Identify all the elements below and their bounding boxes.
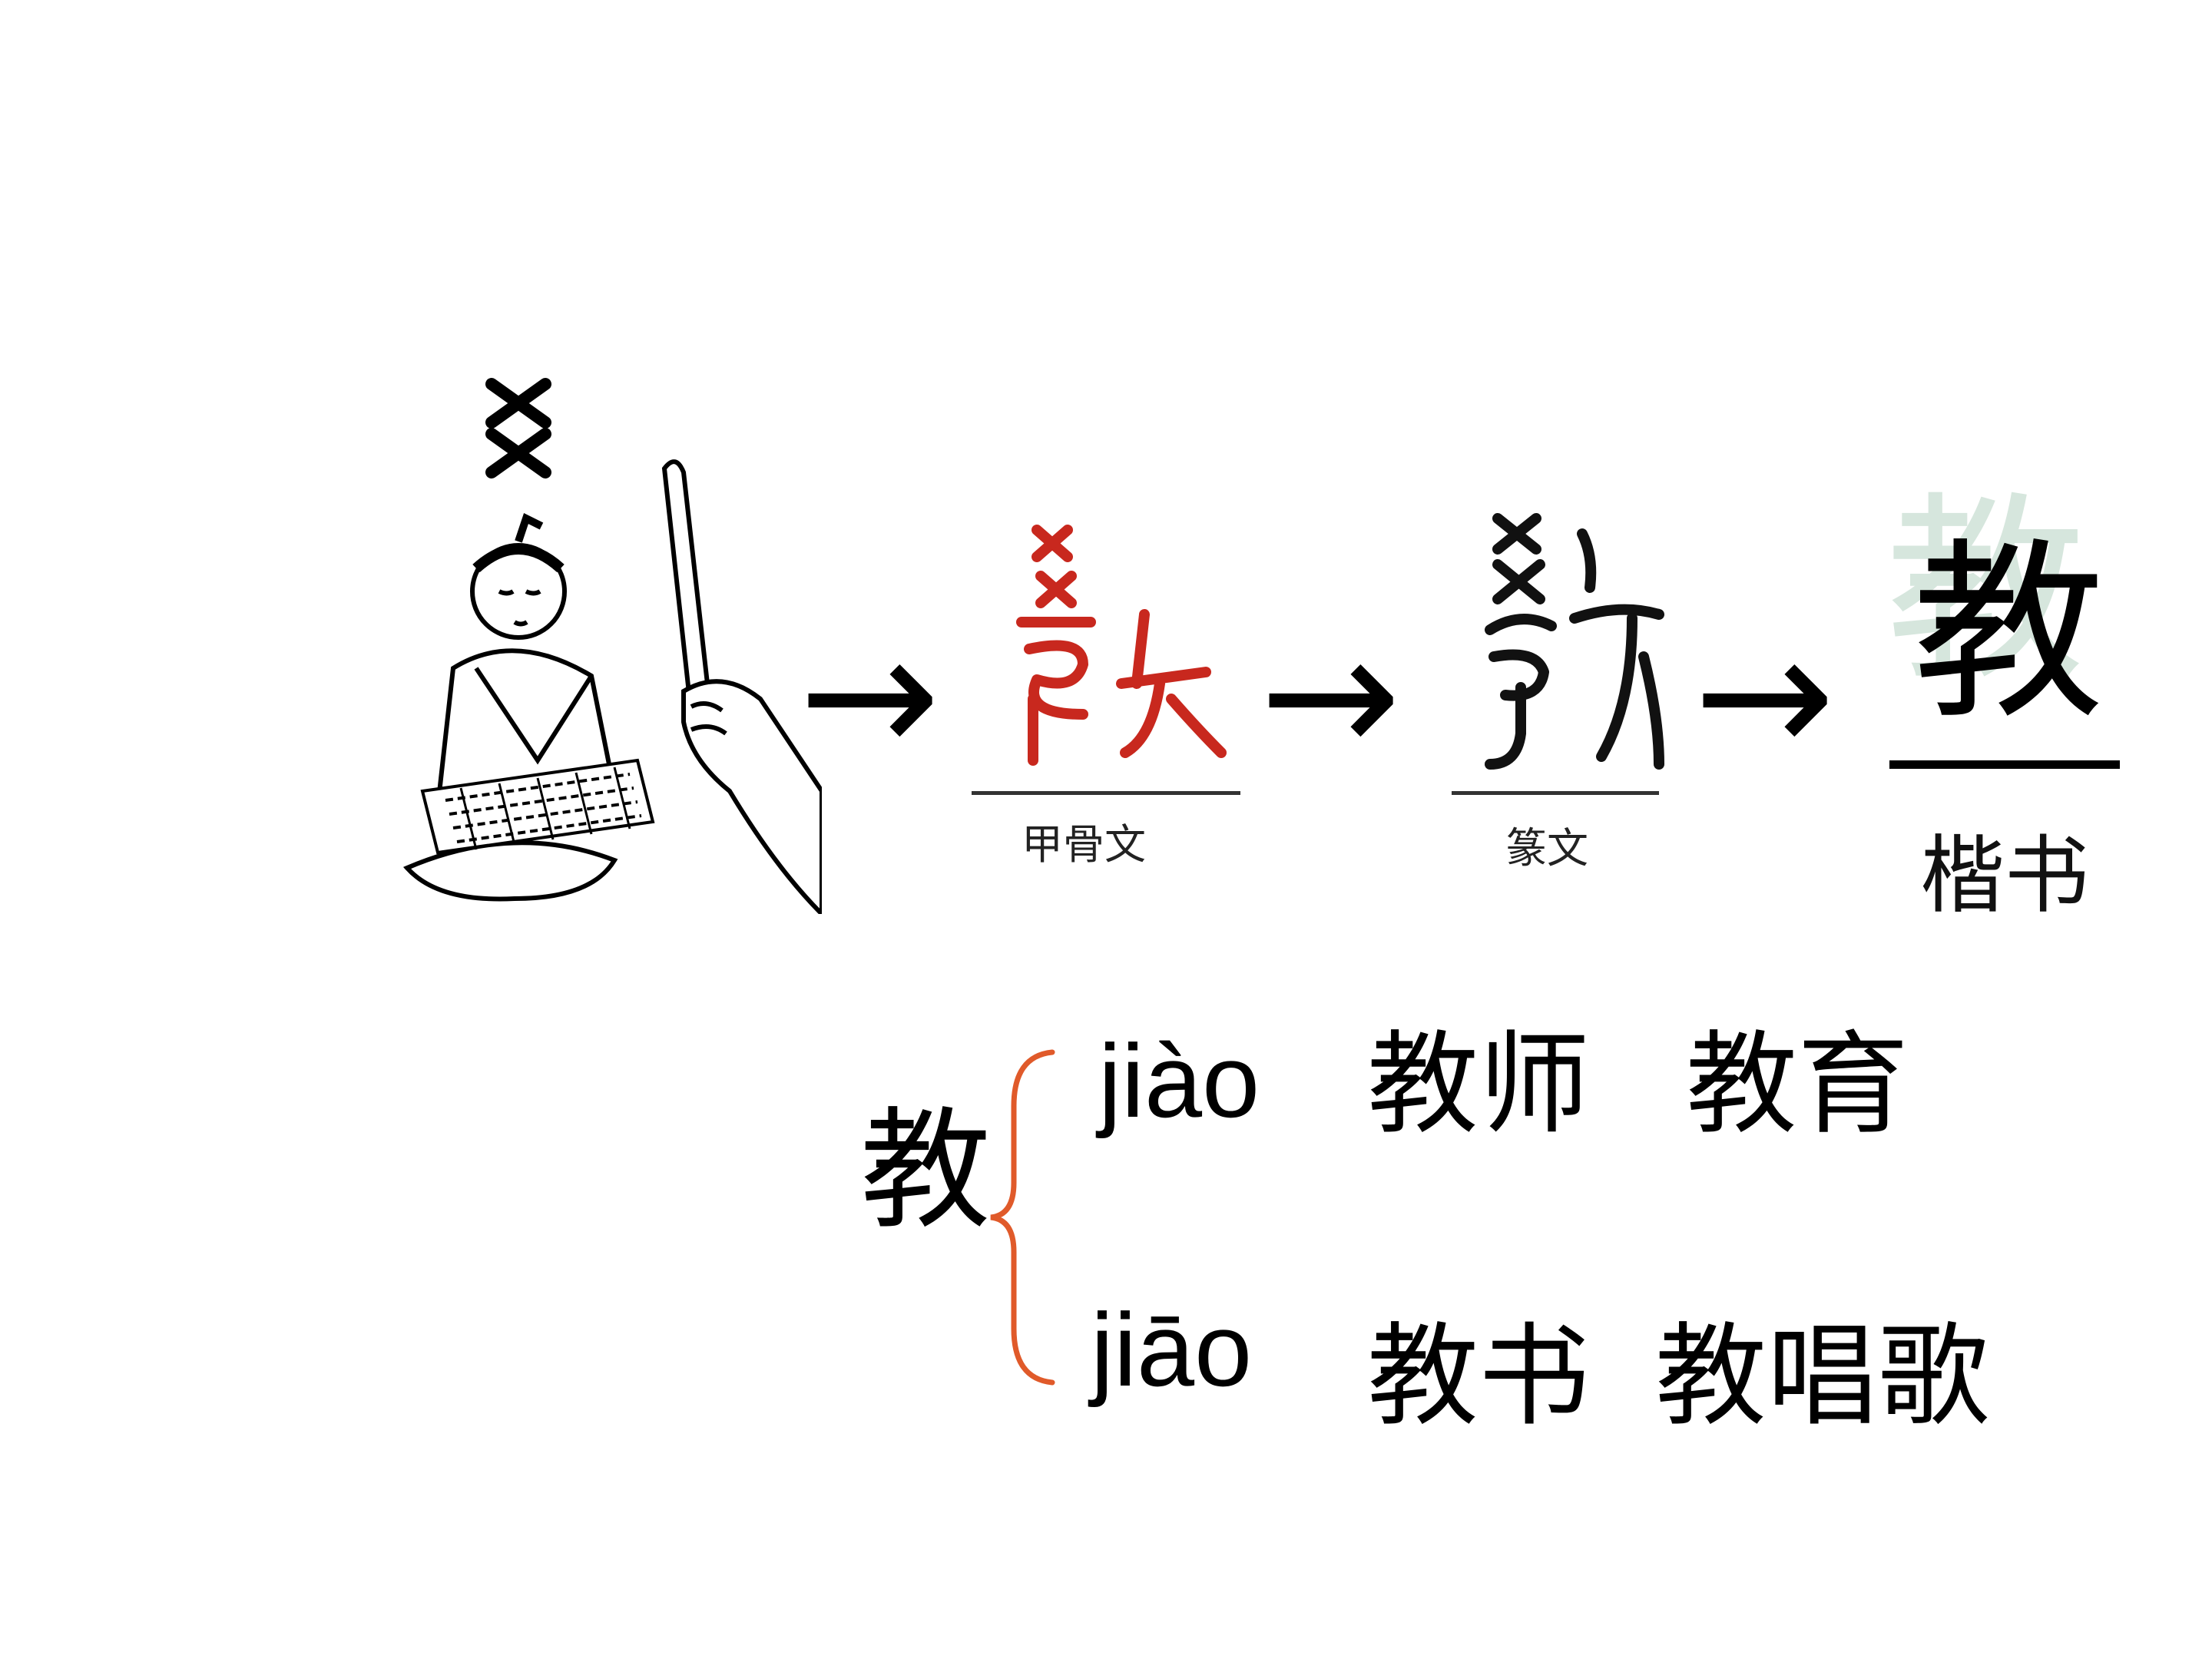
hand-with-stick — [661, 459, 822, 914]
seal-script-label: 篆文 — [1505, 824, 1588, 873]
origin-illustration — [402, 378, 822, 914]
evolution-arrow: → — [799, 597, 941, 793]
evolution-arrow: → — [1694, 597, 1836, 793]
x-marks — [485, 378, 551, 478]
regular-script-ghost-char: 教 — [1886, 475, 2085, 707]
pinyin-reading-1: jiào — [1098, 1023, 1260, 1139]
pinyin-reading-2: jiāo — [1091, 1292, 1253, 1408]
example-word: 教唱歌 — [1655, 1312, 1989, 1442]
seal-script-glyph — [1485, 513, 1664, 770]
example-word: 教师 — [1367, 1020, 1590, 1150]
example-word: 教育 — [1686, 1020, 1909, 1150]
regular-script-char: 教 — [1912, 522, 2104, 745]
curly-brace — [990, 1049, 1055, 1386]
bamboo-slips — [420, 758, 655, 855]
divider-line — [1889, 760, 2120, 769]
polyphonic-character: 教 — [860, 1095, 992, 1247]
divider-line — [972, 791, 1240, 795]
oracle-bone-glyph — [1016, 525, 1227, 766]
divider-line — [1452, 791, 1659, 795]
oracle-bone-label: 甲骨文 — [1022, 820, 1146, 869]
evolution-arrow: → — [1260, 597, 1402, 793]
example-word: 教书 — [1367, 1312, 1590, 1442]
regular-script-label: 楷书 — [1920, 826, 2089, 925]
